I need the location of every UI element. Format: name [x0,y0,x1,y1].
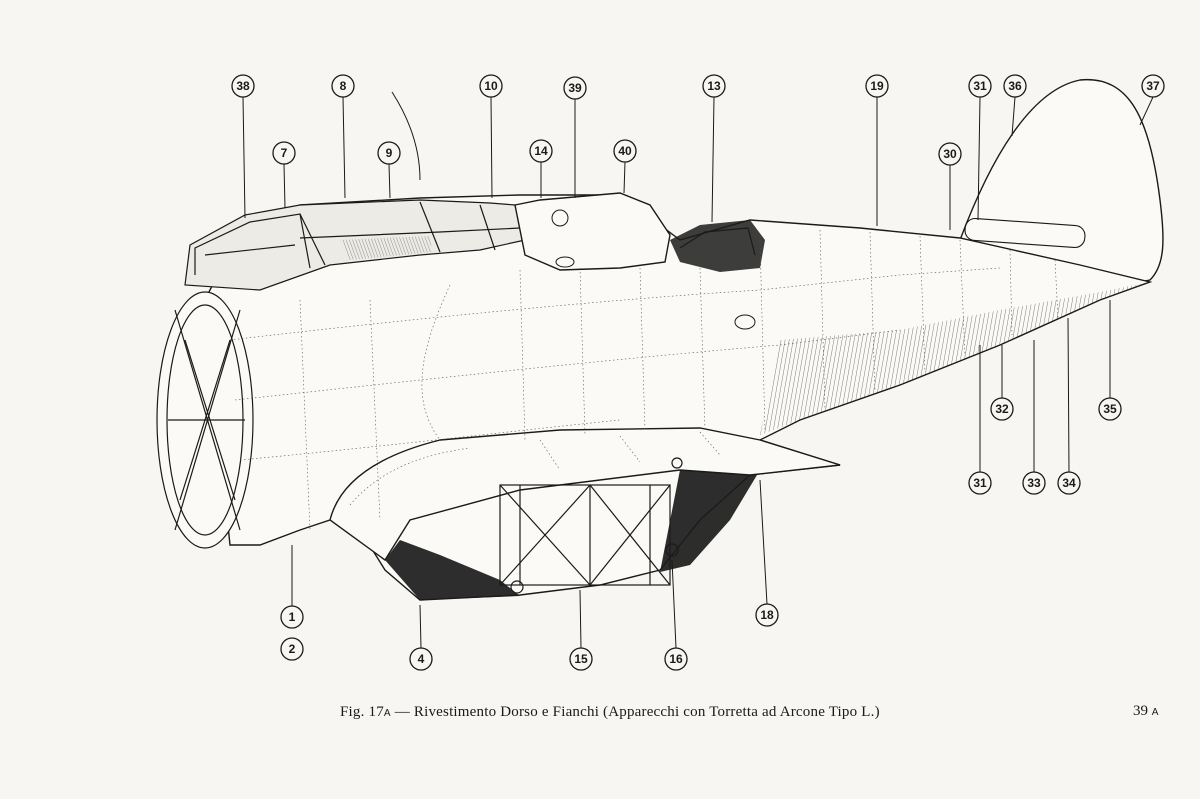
callout-35: 35 [1098,397,1122,421]
skin-panel-lines [229,229,1059,531]
svg-text:36: 36 [1008,79,1022,93]
svg-text:7: 7 [281,146,288,160]
callout-38: 38 [231,74,255,98]
belly-scoop-shadow [385,540,520,600]
rear-turret-opening [670,220,765,272]
rear-underside-shading [760,282,1150,435]
callout-15: 15 [569,647,593,671]
wing-fairing [329,427,841,562]
svg-text:16: 16 [669,652,683,666]
page-number: 39 A [1133,703,1159,719]
tail-fin [959,78,1164,291]
callout-31-top: 31 [968,74,992,98]
callout-16: 16 [664,647,688,671]
svg-text:18: 18 [760,608,774,622]
svg-text:33: 33 [1027,476,1041,490]
svg-text:39: 39 [568,81,582,95]
callout-8: 8 [331,74,355,98]
svg-text:9: 9 [386,146,393,160]
callout-13: 13 [702,74,726,98]
canopy-reflection [340,236,432,260]
callout-37: 37 [1141,74,1165,98]
callout-19: 19 [865,74,889,98]
callout-33: 33 [1022,471,1046,495]
figure-caption: Fig. 17A — Rivestimento Dorso e Fianchi … [340,704,880,721]
turret-hatch [555,256,575,268]
svg-text:37: 37 [1146,79,1160,93]
figure-label-suffix: A [383,708,391,719]
front-bulkhead [156,291,254,549]
callout-40: 40 [613,139,637,163]
wing-root-shadow [660,470,760,572]
svg-text:4: 4 [418,652,425,666]
callout-4: 4 [409,647,433,671]
callout-18: 18 [755,603,779,627]
svg-text:38: 38 [236,79,250,93]
svg-text:34: 34 [1062,476,1076,490]
svg-text:30: 30 [943,147,957,161]
callout-1: 1 [280,605,304,629]
turret-arch-fairing [514,192,671,271]
side-hatch [734,314,756,330]
callout-31-bottom: 31 [968,471,992,495]
svg-text:1: 1 [289,610,296,624]
svg-text:2: 2 [289,642,296,656]
callout-34: 34 [1057,471,1081,495]
figure-label: Fig. 17 [340,704,384,720]
callout-14: 14 [529,139,553,163]
svg-text:8: 8 [340,79,347,93]
callout-7: 7 [272,141,296,165]
svg-text:31: 31 [973,476,987,490]
svg-text:40: 40 [618,144,632,158]
tail-access-panel [964,217,1086,249]
figure-caption-text: — Rivestimento Dorso e Fianchi (Apparecc… [394,704,880,720]
callout-30: 30 [938,142,962,166]
turret-port [551,209,569,227]
callout-32: 32 [990,397,1014,421]
svg-text:10: 10 [484,79,498,93]
svg-text:15: 15 [574,652,588,666]
callout-2: 2 [280,637,304,661]
svg-text:35: 35 [1103,402,1117,416]
svg-text:13: 13 [707,79,721,93]
svg-text:32: 32 [995,402,1009,416]
svg-text:14: 14 [534,144,548,158]
callout-9: 9 [377,141,401,165]
callout-36: 36 [1003,74,1027,98]
callout-39: 39 [563,76,587,100]
landing-gear-truss [499,457,683,594]
leader-lines [242,91,1154,649]
callout-10: 10 [479,74,503,98]
svg-text:19: 19 [870,79,884,93]
svg-text:31: 31 [973,79,987,93]
